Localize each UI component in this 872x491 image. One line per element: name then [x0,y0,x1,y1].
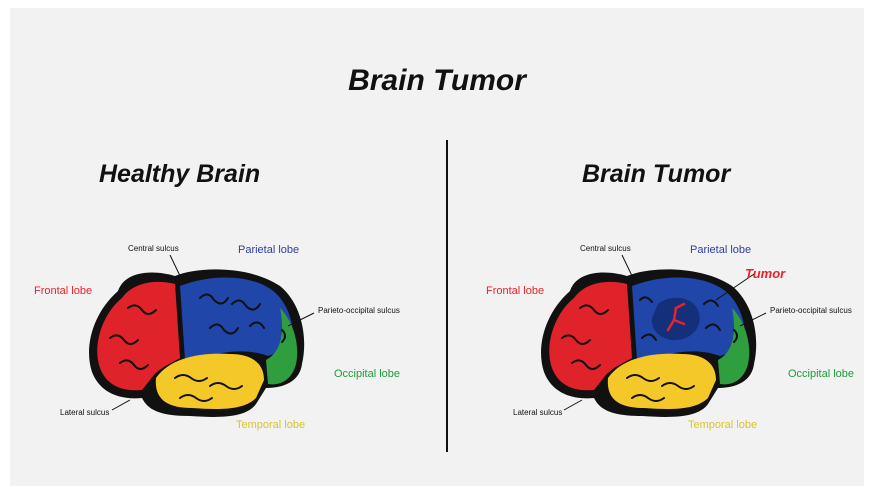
frontal-lobe-label: Frontal lobe [34,285,92,297]
lateral-sulcus-label: Lateral sulcus [60,408,109,417]
diagram-canvas: Brain Tumor Healthy Brain [10,8,864,486]
occipital-lobe-label: Occipital lobe [788,368,854,380]
parietal-lobe-label: Parietal lobe [690,244,751,256]
occipital-lobe-label: Occipital lobe [334,368,400,380]
frontal-lobe-label: Frontal lobe [486,285,544,297]
temporal-lobe-label: Temporal lobe [236,419,305,431]
parietal-lobe-label: Parietal lobe [238,244,299,256]
parieto-occipital-sulcus-label: Parieto-occipital sulcus [770,306,852,315]
central-sulcus-label: Central sulcus [580,244,631,253]
temporal-lobe-label: Temporal lobe [688,419,757,431]
lateral-sulcus-label: Lateral sulcus [513,408,562,417]
central-sulcus-label: Central sulcus [128,244,179,253]
parieto-occipital-sulcus-label: Parieto-occipital sulcus [318,306,400,315]
tumor-label: Tumor [745,266,785,281]
